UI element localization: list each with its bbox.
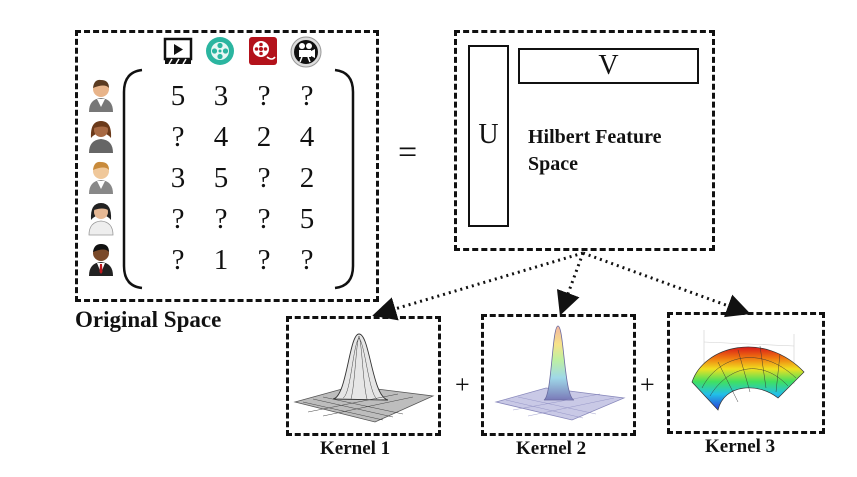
original-space-label: Original Space: [75, 307, 222, 332]
matrix-cell: 5: [213, 162, 229, 194]
feature-space-title-line2: Space: [528, 153, 578, 175]
kernel-2-plot: [488, 320, 630, 430]
user-businessman-icon: [87, 241, 115, 277]
film-reel-icon: [205, 36, 235, 66]
matrix-cell: 5: [299, 203, 315, 235]
matrix-cell: ?: [257, 203, 271, 235]
matrix-cell: ?: [300, 244, 314, 276]
kernel-1-box: [286, 316, 441, 436]
matrix-right-bracket: [333, 68, 357, 290]
kernel-1-plot: [293, 324, 435, 429]
matrix-cell: 3: [213, 80, 229, 112]
equals-sign: =: [398, 134, 418, 171]
matrix-cell: 4: [299, 121, 315, 153]
user-female-icon: [87, 118, 115, 154]
kernel-3-plot: [674, 322, 818, 422]
user-male-icon: [87, 159, 115, 195]
matrix-cell: ?: [171, 121, 185, 153]
feature-space-box: [454, 30, 715, 251]
v-label: V: [598, 50, 619, 81]
matrix-cell: ?: [171, 244, 185, 276]
kernel-3-box: [667, 312, 825, 434]
plus-sign: +: [455, 370, 470, 399]
matrix-cell: ?: [257, 80, 271, 112]
kernel-1-label: Kernel 1: [320, 438, 391, 459]
matrix-cell: 1: [213, 244, 229, 276]
matrix-cell: 2: [256, 121, 272, 153]
u-matrix: U: [468, 45, 509, 227]
kernel-3-label: Kernel 3: [705, 436, 776, 457]
kernel-2-label: Kernel 2: [516, 438, 587, 459]
matrix-cell: ?: [214, 203, 228, 235]
feature-space-title-line1: Hilbert Feature: [528, 126, 662, 148]
matrix-cell: ?: [257, 244, 271, 276]
original-space-box: [75, 30, 379, 302]
matrix-cell: 2: [299, 162, 315, 194]
matrix-cell: ?: [300, 80, 314, 112]
plus-sign: +: [640, 370, 655, 399]
matrix-left-bracket: [120, 68, 144, 290]
user-male-icon: [87, 77, 115, 113]
matrix-cell: ?: [171, 203, 185, 235]
movie-camera-icon: [290, 36, 322, 68]
camera-reel-icon: [248, 36, 278, 66]
matrix-cell: 4: [213, 121, 229, 153]
matrix-cell: 5: [170, 80, 186, 112]
user-female-icon: [87, 200, 115, 236]
kernel-2-box: [481, 314, 636, 436]
u-label: U: [478, 119, 499, 150]
matrix-cell: ?: [257, 162, 271, 194]
matrix-cell: 3: [170, 162, 186, 194]
v-matrix: V: [518, 48, 699, 84]
film-clapper-icon: [163, 36, 193, 66]
